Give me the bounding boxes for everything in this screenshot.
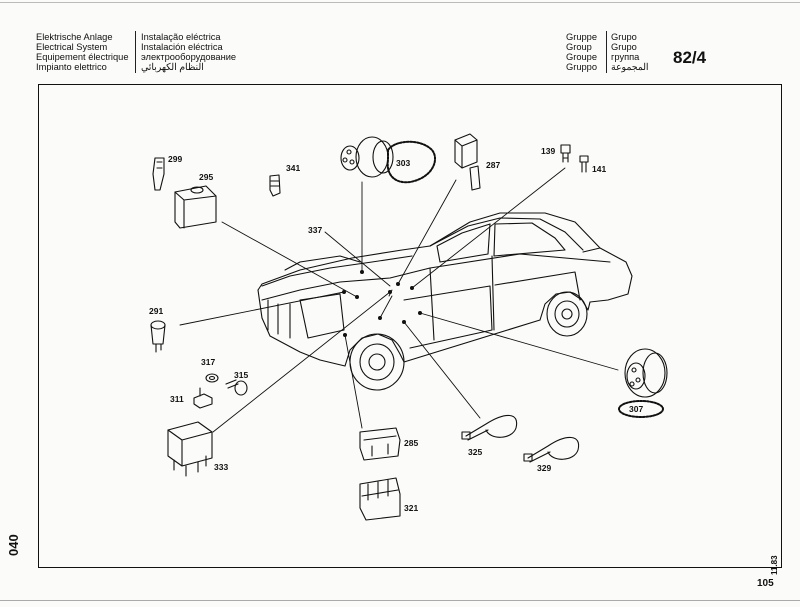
part-label-299: 299	[168, 154, 183, 164]
part-label-315: 315	[234, 370, 249, 380]
leader-lines	[179, 167, 619, 433]
part-label-141: 141	[592, 164, 607, 174]
part-label-291: 291	[149, 306, 164, 316]
part-285-connector-icon	[359, 427, 401, 461]
part-label-311: 311	[170, 394, 184, 404]
part-139-bolt-icon	[560, 144, 571, 163]
side-section-label: 040	[6, 534, 21, 556]
group-divider	[606, 31, 607, 73]
group-label-de: Gruppe	[566, 32, 598, 42]
bottom-rule	[0, 600, 800, 601]
group-label-es: Grupo	[611, 42, 637, 52]
part-341-plug-icon	[269, 174, 281, 197]
part-label-285: 285	[404, 438, 419, 448]
part-299-connector-icon	[152, 157, 165, 191]
system-label-ru: электрооборудование	[141, 52, 237, 62]
group-title-column-2: Grupo Grupo группа المجموعة	[611, 32, 649, 72]
header-divider	[135, 31, 136, 73]
system-label-de: Elektrische Anlage	[36, 32, 113, 42]
part-287-relay-icon	[454, 133, 481, 191]
system-label-ar: النظام الكهربائي	[141, 62, 204, 72]
part-333-relay-icon	[167, 421, 213, 477]
group-title-column-1: Gruppe Group Groupe Gruppo	[566, 32, 597, 72]
page-number: 105	[757, 578, 774, 589]
leader-dots	[342, 270, 422, 337]
part-label-333: 333	[214, 462, 229, 472]
part-label-307: 307	[629, 404, 644, 414]
part-label-317: 317	[201, 357, 216, 367]
part-label-321: 321	[404, 503, 419, 513]
group-label-ru: группа	[611, 52, 640, 62]
part-307-connector-icon	[618, 348, 668, 418]
diagram-frame	[38, 84, 782, 568]
system-label-en: Electrical System	[36, 42, 108, 52]
part-303-socket-icon	[340, 136, 437, 184]
part-329-cable-tie-icon	[523, 436, 580, 463]
system-title-column-2: Instalação eléctrica Instalación eléctri…	[141, 32, 236, 72]
top-rule	[0, 2, 800, 3]
group-label-en: Group	[566, 42, 592, 52]
part-291-socket-icon	[150, 320, 166, 353]
part-321-holder-icon	[359, 477, 401, 521]
group-code: 82/4	[673, 48, 707, 67]
group-label-it: Gruppo	[566, 62, 598, 72]
part-label-341: 341	[286, 163, 301, 173]
group-label-fr: Groupe	[566, 52, 598, 62]
group-label-pt: Grupo	[611, 32, 637, 42]
part-label-329: 329	[537, 463, 552, 473]
part-295-fuse-box-icon	[174, 185, 217, 229]
system-title-column-1: Elektrische Anlage Electrical System Equ…	[36, 32, 129, 72]
group-label-ar: المجموعة	[611, 62, 649, 72]
part-141-bolt-icon	[579, 155, 589, 173]
system-label-fr: Equipement électrique	[36, 52, 129, 62]
system-label-pt: Instalação eléctrica	[141, 32, 221, 42]
system-label-es: Instalación eléctrica	[141, 42, 223, 52]
system-label-it: Impianto elettrico	[36, 62, 107, 72]
part-label-287: 287	[486, 160, 501, 170]
part-label-325: 325	[468, 447, 483, 457]
car-illustration	[257, 212, 633, 391]
part-311-bracket-icon	[193, 387, 213, 409]
part-label-295: 295	[199, 172, 214, 182]
part-325-cable-tie-icon	[461, 414, 518, 441]
part-label-303: 303	[396, 158, 411, 168]
part-315-screw-icon	[225, 379, 248, 396]
part-label-139: 139	[541, 146, 556, 156]
part-label-337: 337	[308, 225, 323, 235]
part-317-nut-icon	[205, 373, 219, 383]
print-date: 11.83	[770, 555, 779, 575]
